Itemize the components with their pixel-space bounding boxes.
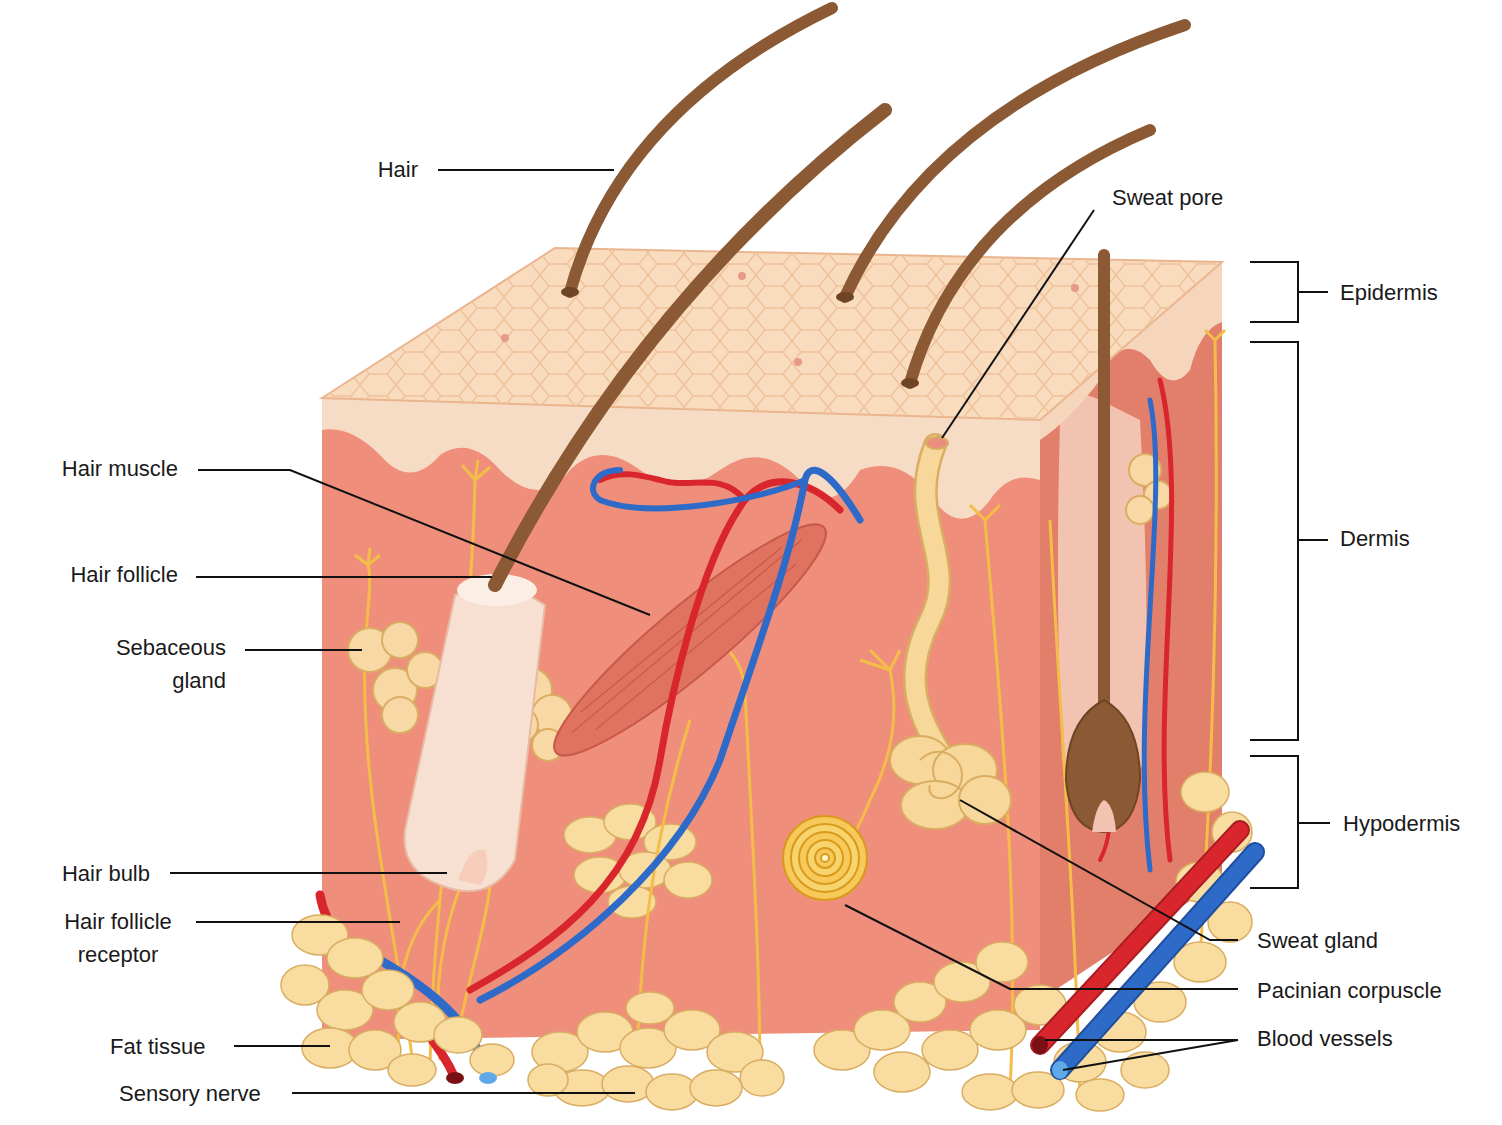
part-label: Blood vessels	[1257, 1022, 1477, 1055]
hair-roots	[561, 287, 919, 388]
part-label: Hair follicle	[8, 558, 178, 591]
fat-tissue	[281, 772, 1252, 1111]
surface-pores	[501, 272, 1079, 366]
hair-follicle	[404, 587, 545, 891]
skin-surface	[322, 248, 1222, 420]
hair-bulb	[458, 849, 488, 885]
part-label: Epidermis	[1340, 276, 1490, 309]
part-label: Sensory nerve	[119, 1077, 289, 1110]
blood-vessels	[315, 380, 1172, 1078]
surface-cells	[322, 248, 1222, 420]
part-label: Hair	[278, 153, 418, 186]
hairs	[495, 8, 1185, 740]
part-label: Hair muscle	[8, 452, 178, 485]
part-label: Hypodermis	[1343, 807, 1493, 840]
part-label: Fat tissue	[110, 1030, 260, 1063]
dermis	[322, 398, 1040, 1040]
part-label: Pacinian corpuscle	[1257, 974, 1492, 1007]
part-label: Sebaceous gland	[96, 631, 226, 697]
pacinian-corpuscle	[783, 816, 867, 900]
main-vessels	[446, 830, 1255, 1084]
part-label: Hair bulb	[10, 857, 150, 890]
papilla	[1092, 800, 1116, 832]
part-label: Dermis	[1340, 522, 1490, 555]
layer-brackets	[1250, 262, 1330, 888]
leader-lines	[170, 170, 1238, 1093]
sweat-gland	[890, 437, 1011, 829]
part-label: Hair follicle receptor	[43, 905, 193, 971]
part-label: Sweat gland	[1257, 924, 1477, 957]
hair-bulb-side	[1066, 700, 1140, 832]
part-label: Sweat pore	[1112, 181, 1332, 214]
